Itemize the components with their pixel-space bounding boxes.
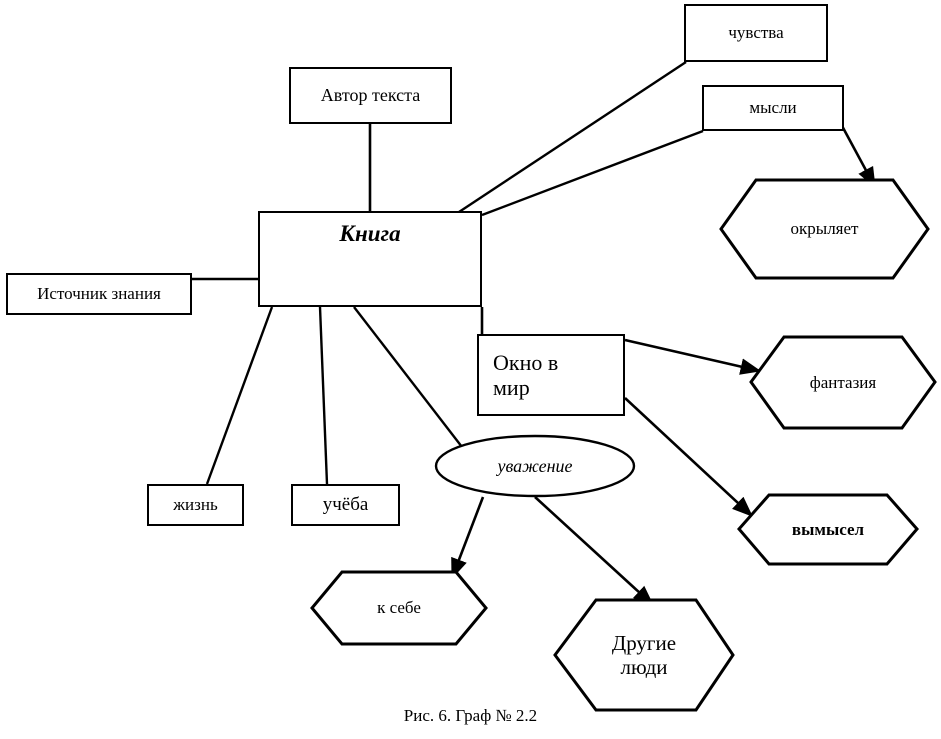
node-okrylyaet-label: окрыляет: [790, 219, 859, 239]
node-mysli-label: мысли: [749, 98, 797, 118]
node-uvazhenie[interactable]: уважение: [434, 434, 636, 498]
node-zhizn[interactable]: жизнь: [147, 484, 244, 526]
node-ucheba-label: учёба: [322, 494, 369, 516]
node-mysli[interactable]: мысли: [702, 85, 844, 131]
figure-caption: Рис. 6. Граф № 2.2: [403, 706, 538, 725]
node-avtor-teksta[interactable]: Автор текста: [289, 67, 452, 124]
node-okrylyaet[interactable]: окрыляет: [719, 178, 930, 280]
edge-kniga-ucheba: [318, 306, 329, 485]
node-fantaziya[interactable]: фантазия: [749, 335, 937, 430]
node-kniga-label: Книга: [339, 221, 401, 246]
node-zhizn-label: жизнь: [173, 495, 218, 515]
edge-kniga-chuvstva: [458, 60, 687, 214]
node-okno-v-mir[interactable]: Окно в мир: [477, 334, 625, 416]
edge-kniga-uvazhenie: [353, 306, 463, 448]
edge-okno-fantaziya: [624, 338, 762, 375]
node-k-sebe[interactable]: к себе: [310, 570, 488, 646]
node-chuvstva-label: чувства: [728, 23, 784, 43]
node-avtor-teksta-label: Автор текста: [320, 85, 421, 106]
node-vymysel-label: вымысел: [791, 519, 865, 539]
node-fantaziya-label: фантазия: [809, 372, 877, 392]
node-kniga[interactable]: Книга: [258, 211, 482, 307]
node-ucheba[interactable]: учёба: [291, 484, 400, 526]
node-k-sebe-label: к себе: [377, 598, 421, 618]
node-istochnik-znaniya-label: Источник знания: [37, 284, 161, 304]
edge-kniga-mysli: [481, 129, 704, 217]
node-chuvstva[interactable]: чувства: [684, 4, 828, 62]
edge-kniga-zhizn: [205, 306, 274, 485]
node-uvazhenie-label: уважение: [497, 455, 573, 476]
node-vymysel[interactable]: вымысел: [737, 493, 919, 566]
node-drugie-lyudi[interactable]: Другие люди: [553, 598, 735, 712]
node-drugie-lyudi-label: Другие люди: [611, 630, 677, 679]
edge-uvazhenie-drugie: [534, 496, 654, 606]
edge-okno-vymysel: [624, 397, 753, 517]
node-okno-v-mir-label: Окно в мир: [493, 349, 559, 400]
node-istochnik-znaniya[interactable]: Источник знания: [6, 273, 192, 315]
edge-uvazhenie-ksebe: [450, 496, 485, 580]
